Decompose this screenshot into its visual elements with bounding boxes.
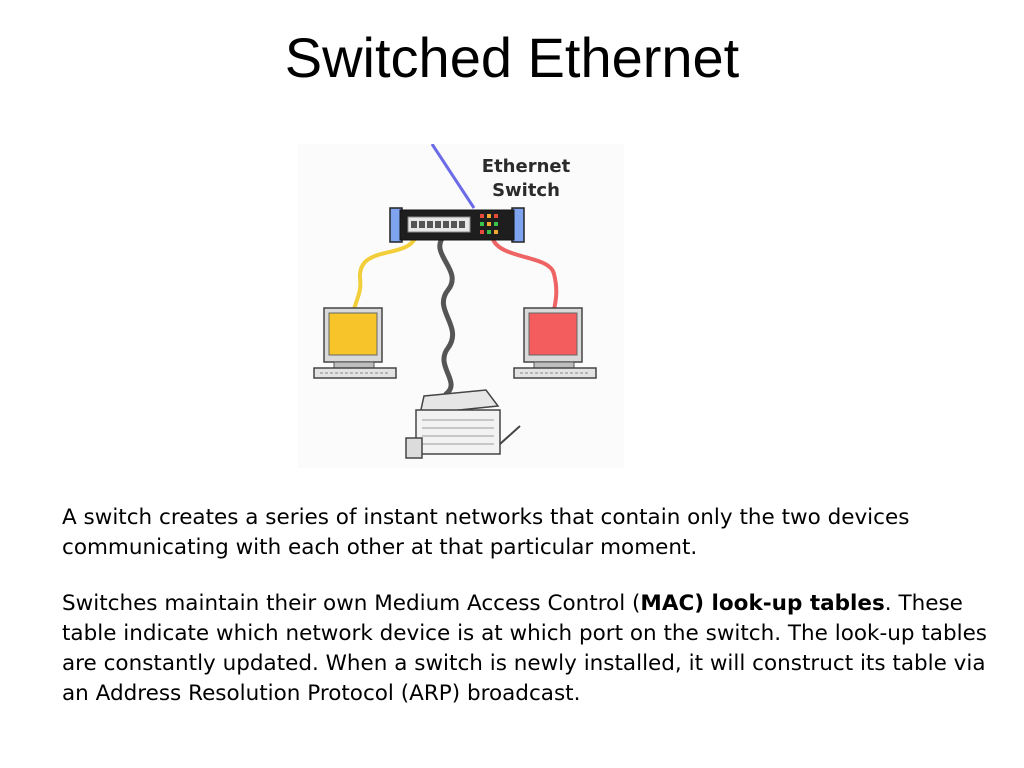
body-text: A switch creates a series of instant net… xyxy=(62,503,992,709)
mac-text-lead: Switches maintain their own Medium Acces… xyxy=(62,591,641,616)
mac-text-bold: MAC) look-up tables xyxy=(640,591,885,616)
switch-icon xyxy=(389,207,525,243)
switch-label-line2: Switch xyxy=(492,180,560,201)
printer-cable xyxy=(437,233,456,397)
red-cable xyxy=(490,234,559,312)
computer-icon xyxy=(313,307,397,379)
uplink-cable xyxy=(430,144,476,209)
computer-icon xyxy=(513,307,597,379)
printer-icon xyxy=(405,389,521,459)
paragraph-switch-definition: A switch creates a series of instant net… xyxy=(62,505,910,560)
ethernet-switch-diagram: Ethernet Switch xyxy=(298,144,624,468)
switch-label-line1: Ethernet xyxy=(482,156,571,177)
mac-text-rest: . These table indicate which network dev… xyxy=(62,591,987,706)
yellow-cable xyxy=(352,234,418,312)
paragraph-mac-tables: Switches maintain their own Medium Acces… xyxy=(62,589,992,709)
slide-title: Switched Ethernet xyxy=(284,26,740,89)
